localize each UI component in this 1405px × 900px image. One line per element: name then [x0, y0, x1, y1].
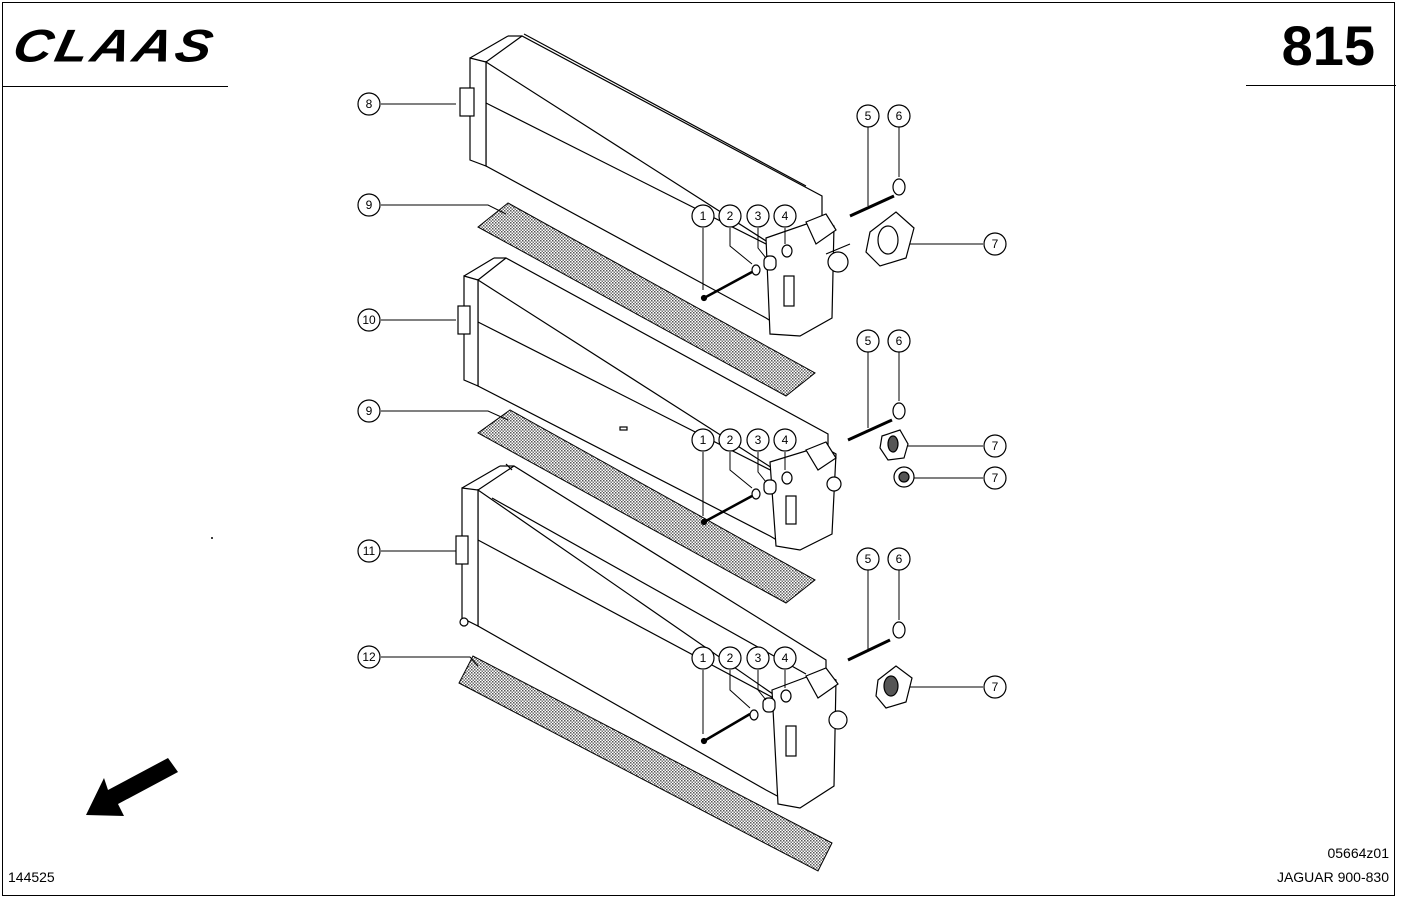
callout-2-row-a: 2 — [718, 204, 742, 228]
svg-text:3: 3 — [755, 433, 762, 447]
svg-text:1: 1 — [700, 433, 707, 447]
callout-4-row-a: 4 — [773, 204, 797, 228]
svg-text:4: 4 — [782, 433, 789, 447]
callout-4-row-d: 4 — [773, 646, 797, 670]
heat-exchanger-10 — [457, 257, 842, 551]
svg-text:2: 2 — [727, 433, 734, 447]
drawing-code: 05664z01 — [1327, 845, 1389, 861]
callout-6-row-b: 6 — [887, 329, 911, 353]
heat-exchanger-8 — [459, 33, 851, 337]
heat-exchanger-11 — [455, 463, 848, 809]
fasteners-group-d — [700, 621, 913, 745]
callout-3-row-a: 3 — [746, 204, 770, 228]
callout-5-row-d: 5 — [856, 547, 880, 571]
callout-1-row-d: 1 — [691, 646, 715, 670]
filter-mat-9-upper — [477, 202, 816, 397]
svg-text:5: 5 — [865, 552, 872, 566]
svg-text:2: 2 — [727, 651, 734, 665]
svg-text:11: 11 — [363, 544, 376, 558]
svg-text:6: 6 — [896, 334, 903, 348]
callout-4-row-b: 4 — [773, 428, 797, 452]
svg-text:9: 9 — [366, 404, 373, 418]
callout-7-row-a: 7 — [983, 232, 1007, 256]
callout-10: 10 — [357, 308, 381, 332]
svg-text:8: 8 — [366, 97, 373, 111]
fasteners-group-b — [700, 402, 915, 526]
header-rule-left — [3, 86, 228, 87]
callout-9-lower: 9 — [357, 399, 381, 423]
svg-text:6: 6 — [896, 552, 903, 566]
filter-mat-9-lower — [477, 409, 816, 604]
callout-11: 11 — [357, 539, 381, 563]
callout-9-upper: 9 — [357, 193, 381, 217]
svg-text:3: 3 — [755, 209, 762, 223]
callout-5-row-a: 5 — [856, 104, 880, 128]
svg-text:2: 2 — [727, 209, 734, 223]
svg-text:1: 1 — [700, 209, 707, 223]
page-number: 815 — [1281, 14, 1375, 77]
svg-text:6: 6 — [896, 109, 903, 123]
svg-text:4: 4 — [782, 651, 789, 665]
svg-text:5: 5 — [865, 334, 872, 348]
svg-text:12: 12 — [362, 650, 376, 664]
callout-1-row-a: 1 — [691, 204, 715, 228]
filter-mat-12 — [458, 655, 833, 872]
callout-7-row-b-lower: 7 — [983, 466, 1007, 490]
svg-text:7: 7 — [992, 471, 999, 485]
callout-3-row-d: 3 — [746, 646, 770, 670]
stray-dot — [211, 537, 213, 539]
callout-7-row-b-upper: 7 — [983, 434, 1007, 458]
callout-6-row-d: 6 — [887, 547, 911, 571]
callout-3-row-b: 3 — [746, 428, 770, 452]
callout-8: 8 — [357, 92, 381, 116]
svg-text:7: 7 — [992, 439, 999, 453]
callout-5-row-b: 5 — [856, 329, 880, 353]
model-name: JAGUAR 900-830 — [1276, 869, 1389, 885]
direction-arrow-icon — [86, 758, 178, 816]
fasteners-group-a — [700, 178, 915, 302]
callout-6-row-a: 6 — [887, 104, 911, 128]
svg-text:7: 7 — [992, 680, 999, 694]
callout-7-row-d: 7 — [983, 675, 1007, 699]
leader-lines — [381, 103, 983, 734]
svg-text:10: 10 — [362, 313, 376, 327]
callout-1-row-b: 1 — [691, 428, 715, 452]
svg-text:5: 5 — [865, 109, 872, 123]
svg-text:4: 4 — [782, 209, 789, 223]
callout-2-row-b: 2 — [718, 428, 742, 452]
svg-text:9: 9 — [366, 198, 373, 212]
svg-text:1: 1 — [700, 651, 707, 665]
document-number: 144525 — [8, 869, 55, 885]
callout-12: 12 — [357, 645, 381, 669]
header-rule-right — [1246, 85, 1396, 86]
callout-2-row-d: 2 — [718, 646, 742, 670]
svg-text:7: 7 — [992, 237, 999, 251]
svg-text:3: 3 — [755, 651, 762, 665]
